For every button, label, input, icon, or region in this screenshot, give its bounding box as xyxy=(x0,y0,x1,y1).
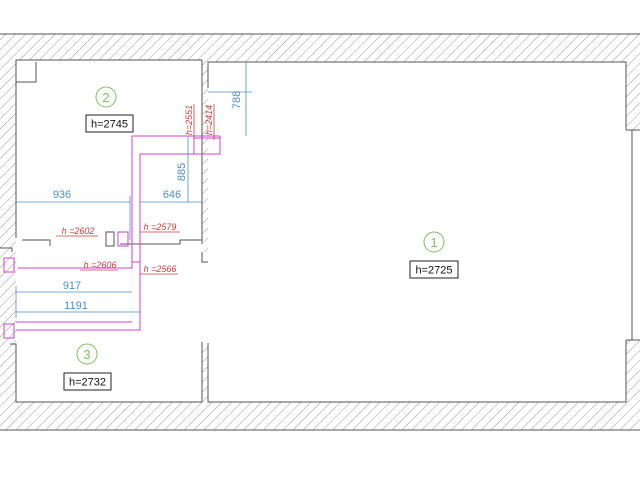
dim-1191: 1191 xyxy=(64,300,88,312)
room-2-height-box xyxy=(85,114,134,133)
wall-mass xyxy=(0,34,640,430)
room-3-circle xyxy=(76,343,98,365)
opening-room3-room1 xyxy=(198,252,212,342)
duct-h2551: h=2551 xyxy=(184,105,194,135)
room-1-number: 1 xyxy=(430,235,437,250)
duct-h2606: h =2606 xyxy=(84,260,117,270)
room-3-height: h=2732 xyxy=(69,377,106,389)
room-2-number: 2 xyxy=(102,90,109,105)
dim-917: 917 xyxy=(63,280,81,292)
walls xyxy=(0,33,640,431)
duct-route xyxy=(3,135,221,339)
dimension-lines xyxy=(15,62,252,318)
room-3-number: 3 xyxy=(83,347,90,362)
duct-h2414: h=2414 xyxy=(204,105,214,135)
opening-room2-room3 xyxy=(16,240,204,250)
duct-h2566: h =2566 xyxy=(144,264,177,274)
room-1-height: h=2725 xyxy=(415,265,452,277)
window-right xyxy=(626,130,640,340)
duct-h2579: h =2579 xyxy=(144,222,177,232)
dim-788: 788 xyxy=(231,91,243,109)
room-3-height-box xyxy=(63,372,112,391)
room-2-height: h=2745 xyxy=(91,119,128,131)
dim-885: 885 xyxy=(176,163,188,181)
room-2-circle xyxy=(95,86,117,108)
room-1-circle xyxy=(423,231,445,253)
dim-646: 646 xyxy=(163,189,181,201)
duct-leaders xyxy=(56,104,215,275)
duct-h2602: h =2602 xyxy=(62,226,95,236)
dim-936: 936 xyxy=(53,189,71,201)
room-1-height-box xyxy=(409,260,459,279)
